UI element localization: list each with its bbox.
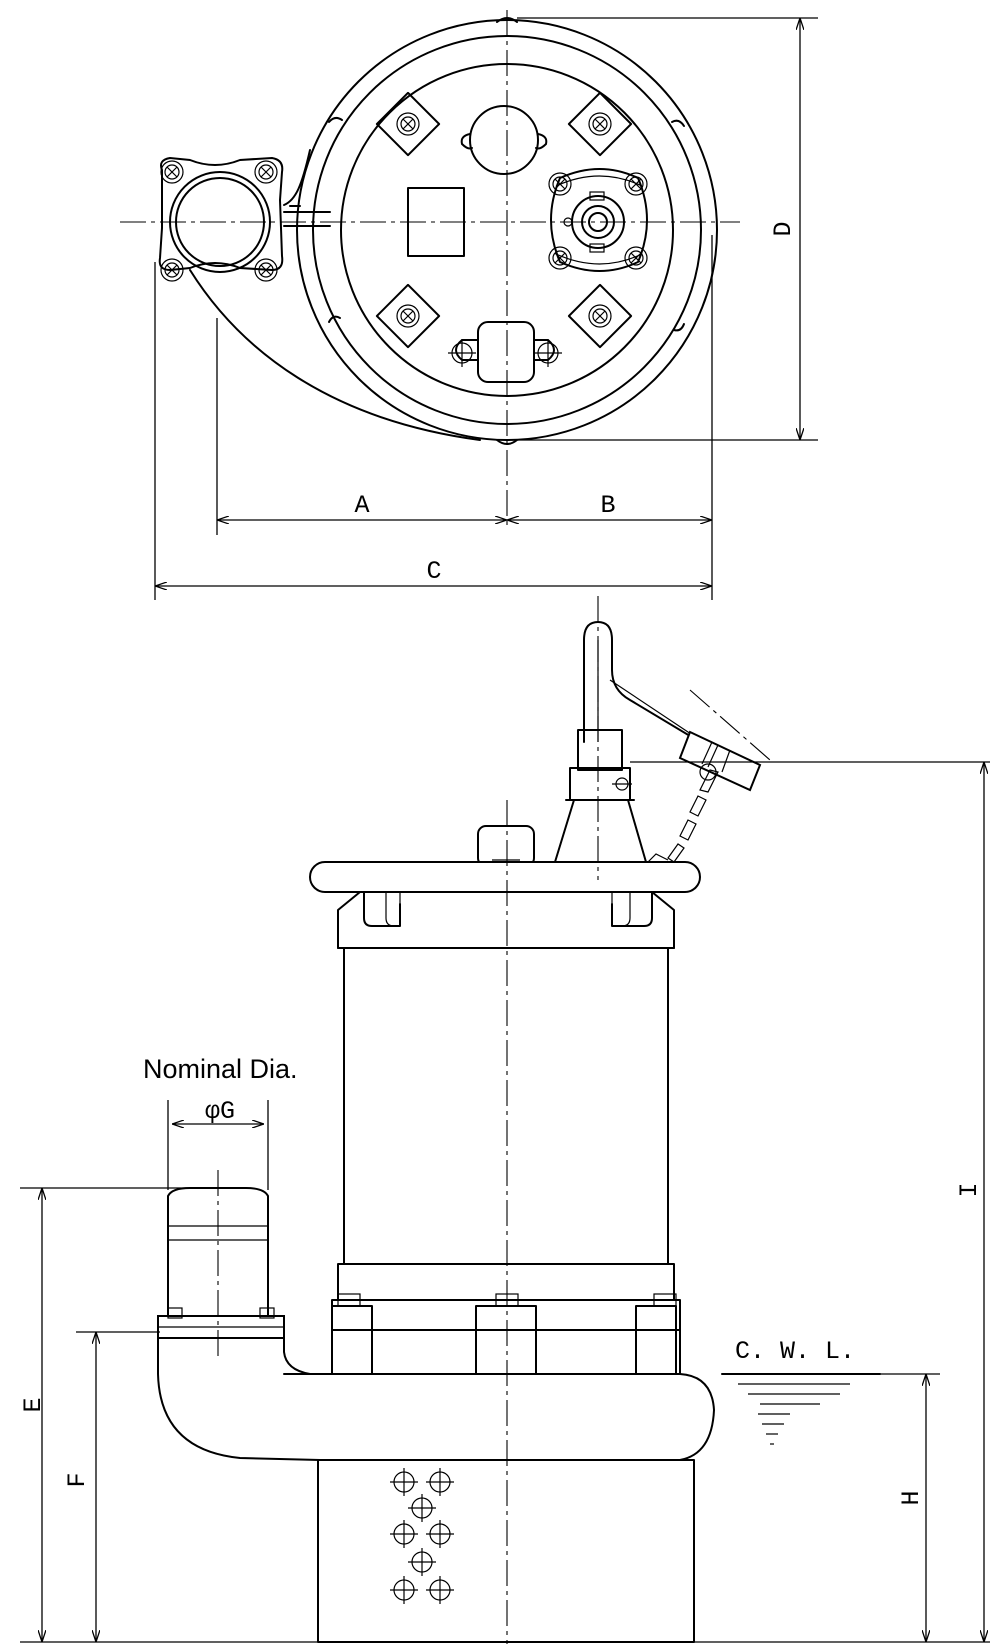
cover-bolt-pads <box>375 91 633 349</box>
volute-side <box>679 1373 715 1461</box>
handle-brackets <box>363 891 653 927</box>
dim-f-label: F <box>63 1472 92 1487</box>
dim-e-label: E <box>19 1397 48 1412</box>
front-view: C. W. L. E F H I φG Nominal Dia. <box>19 596 990 1644</box>
strainer-base <box>317 1459 695 1643</box>
cwl-label: C. W. L. <box>735 1337 855 1366</box>
nominal-dia-label: Nominal Dia. <box>143 1054 298 1084</box>
dim-d-label: D <box>769 221 798 236</box>
volute-scroll <box>189 269 481 441</box>
switch-pad <box>447 321 563 383</box>
motor-body <box>343 947 669 1265</box>
dim-c-label: C <box>426 557 441 586</box>
motor-top-bevel <box>337 891 675 949</box>
lifting-boss <box>460 105 548 175</box>
discharge-flange <box>158 156 284 272</box>
dim-g-label: φG <box>205 1097 235 1126</box>
casing-bolt-lugs <box>331 1293 677 1375</box>
cable-housing <box>554 729 647 863</box>
strainer-holes <box>389 1467 455 1605</box>
discharge-neck <box>283 205 331 227</box>
dim-a-label: A <box>354 491 369 520</box>
dim-h-label: H <box>897 1490 926 1505</box>
cwl-symbol <box>721 1373 881 1445</box>
casing-top <box>331 1299 681 1331</box>
cable-guard <box>583 621 762 792</box>
top-view: A B C D <box>120 10 818 600</box>
discharge-elbow <box>157 1335 681 1461</box>
cable-entry <box>548 168 648 272</box>
dim-b-label: B <box>600 491 615 520</box>
dim-i-label: I <box>955 1182 984 1197</box>
handle-ring <box>309 861 701 893</box>
lifting-chain <box>647 769 719 863</box>
